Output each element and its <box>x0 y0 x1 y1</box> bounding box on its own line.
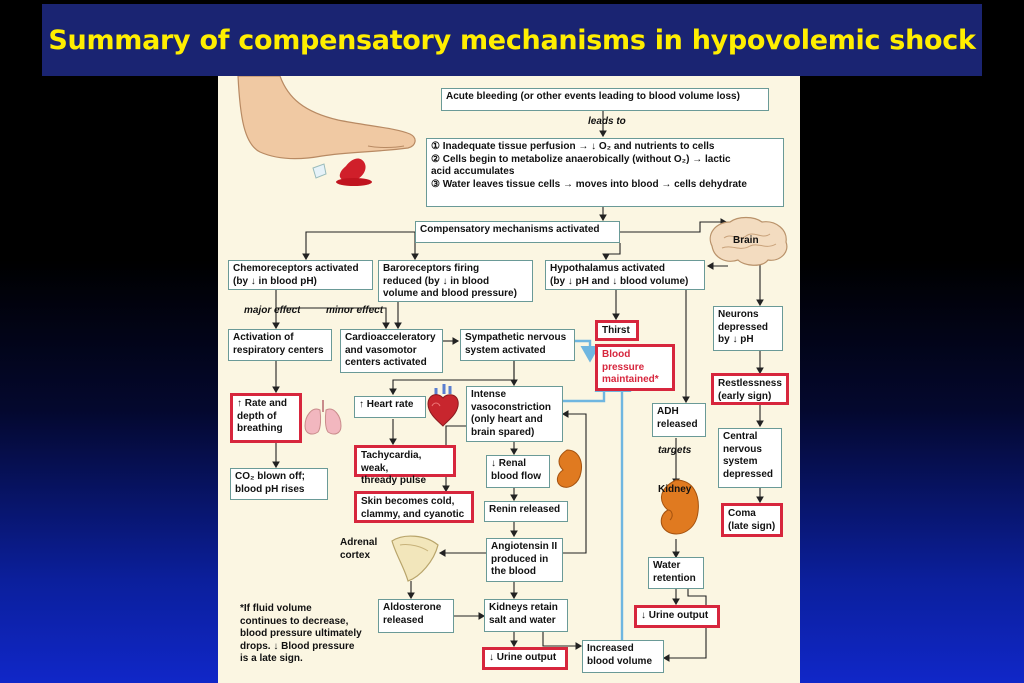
renal-blood-flow-box: ↓ Renal blood flow <box>486 455 550 488</box>
increased-blood-volume-box: Increased blood volume <box>582 640 664 673</box>
restlessness-box: Restlessness (early sign) <box>711 373 789 405</box>
intense-vasoconstriction-box: Intense vasoconstriction (only heart and… <box>466 386 563 442</box>
rate-depth-breathing-box: ↑ Rate and depth of breathing <box>230 393 302 443</box>
minor-effect-label: minor effect <box>326 305 384 316</box>
sympathetic-box: Sympathetic nervous system activated <box>460 329 575 361</box>
brain-icon <box>709 216 788 266</box>
compensatory-mechanisms-box: Compensatory mechanisms activated <box>415 221 620 243</box>
adrenal-cortex-label: Adrenal cortex <box>340 537 378 561</box>
heart-icon <box>427 384 459 427</box>
kidney-label: Kidney <box>658 484 692 495</box>
flowchart-panel: Acute bleeding (or other events leading … <box>218 76 800 683</box>
respiratory-centers-box: Activation of respiratory centers <box>228 329 332 361</box>
blood-pressure-maintained-box: Blood pressure maintained* <box>595 344 675 391</box>
footnote: *If fluid volume continues to decrease, … <box>240 603 362 664</box>
thirst-box: Thirst <box>595 320 639 341</box>
coma-box: Coma (late sign) <box>721 503 783 537</box>
baroreceptors-box: Baroreceptors firing reduced (by ↓ in bl… <box>378 260 533 302</box>
chemoreceptors-box: Chemoreceptors activated (by ↓ in blood … <box>228 260 373 290</box>
water-retention-box: Water retention <box>648 557 704 589</box>
cardioacceleratory-box: Cardioacceleratory and vasomotor centers… <box>340 329 443 373</box>
brain-label: Brain <box>733 235 759 246</box>
leads-to-label: leads to <box>588 116 626 127</box>
lungs-icon <box>304 400 342 435</box>
aldosterone-box: Aldosterone released <box>378 599 454 633</box>
hypothalamus-box: Hypothalamus activated (by ↓ pH and ↓ bl… <box>545 260 705 290</box>
title-banner: Summary of compensatory mechanisms in hy… <box>42 4 982 76</box>
tachycardia-box: Tachycardia, weak, thready pulse <box>354 445 456 486</box>
urine-output-left-box: ↓ Urine output <box>482 647 568 670</box>
skin-cold-box: Skin becomes cold, clammy, and cyanotic <box>354 491 474 523</box>
kidney-icon <box>660 479 699 535</box>
co2-blown-off-box: CO₂ blown off; blood pH rises <box>230 468 328 500</box>
acute-bleeding-box: Acute bleeding (or other events leading … <box>441 88 769 111</box>
angiotensin-box: Angiotensin II produced in the blood <box>486 538 563 582</box>
adh-released-box: ADH released <box>652 403 706 437</box>
page-title: Summary of compensatory mechanisms in hy… <box>48 24 976 56</box>
kidney-icon <box>556 449 582 488</box>
major-effect-label: major effect <box>244 305 301 316</box>
neurons-depressed-box: Neurons depressed by ↓ pH <box>713 306 783 351</box>
urine-output-right-box: ↓ Urine output <box>634 605 720 628</box>
renin-released-box: Renin released <box>484 501 568 522</box>
heart-rate-box: ↑ Heart rate <box>354 396 426 418</box>
inadequate-perfusion-box: ① Inadequate tissue perfusion → ↓ O₂ and… <box>426 138 784 207</box>
adrenal-gland-icon <box>391 535 439 582</box>
foot-bleeding-icon <box>237 76 416 186</box>
targets-label: targets <box>658 445 692 456</box>
kidneys-retain-box: Kidneys retain salt and water <box>484 599 568 632</box>
cns-depressed-box: Central nervous system depressed <box>718 428 782 488</box>
